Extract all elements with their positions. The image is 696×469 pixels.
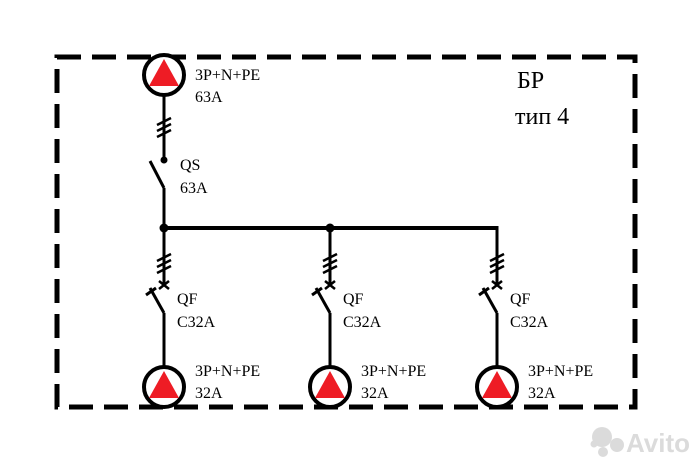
- branch-2-breaker-rating: C32A: [343, 314, 382, 331]
- branch-socket-triangle-icon: [149, 371, 179, 398]
- branch-1-breaker: QF: [177, 291, 198, 308]
- input-phase-marks: [156, 116, 172, 139]
- branch-3-socket-rating: 32A: [528, 385, 556, 402]
- main-switch-symbol: [148, 156, 168, 228]
- avito-logo-icon: [590, 427, 624, 457]
- input-rating-label: 63A: [195, 89, 223, 106]
- branch-3-breaker: QF: [510, 291, 531, 308]
- watermark-text: Avito: [626, 428, 690, 458]
- panel-type: тип 4: [515, 104, 569, 130]
- input-socket-label: 3P+N+PE: [195, 67, 260, 84]
- main-switch-designation: QS: [180, 157, 200, 174]
- input-socket-triangle-icon: [149, 59, 179, 86]
- branch-2-breaker: QF: [343, 291, 364, 308]
- branch-3-socket: 3P+N+PE: [528, 363, 593, 380]
- branch-2: [308, 228, 352, 409]
- avito-watermark: Avito: [590, 427, 690, 458]
- branch-3: [475, 226, 519, 409]
- branch-1-breaker-rating: C32A: [177, 314, 216, 331]
- panel-name: БР: [517, 68, 544, 94]
- branch-1: [142, 228, 186, 409]
- branch-1-socket-rating: 32A: [195, 385, 223, 402]
- branch-2-socket-rating: 32A: [361, 385, 389, 402]
- input-socket: [142, 53, 186, 97]
- enclosure-border: [54, 54, 638, 410]
- branch-3-breaker-rating: C32A: [510, 314, 549, 331]
- branch-1-socket: 3P+N+PE: [195, 363, 260, 380]
- branch-socket-triangle-icon: [482, 371, 512, 398]
- branch-2-socket: 3P+N+PE: [361, 363, 426, 380]
- main-switch-rating: 63A: [180, 180, 208, 197]
- branch-socket-triangle-icon: [315, 371, 345, 398]
